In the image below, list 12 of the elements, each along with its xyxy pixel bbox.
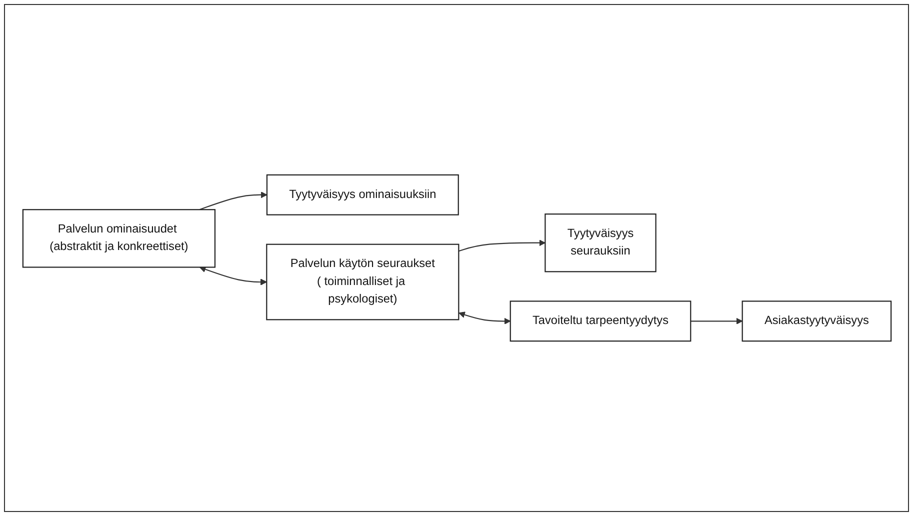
arrow [198, 192, 267, 210]
node-box [266, 244, 459, 320]
node-box [266, 174, 458, 216]
arrow [198, 266, 266, 286]
arrow [690, 318, 742, 324]
node-box [22, 209, 216, 268]
arrow [458, 312, 510, 324]
node-box [544, 214, 656, 272]
arrow [458, 240, 545, 252]
node-box [509, 300, 691, 342]
node-box [741, 300, 892, 342]
diagram-frame: Palvelun ominaisuudet (abstraktit ja konkreettiset) Tyytyväisyys ominaisuuksiin Palvelun käytön seuraukset ( toiminnalliset ja psykologiset) Tyytyväisyys seurauksiin Tavoiteltu tarpeentyydytys Asiakastyytyväisyys [4, 4, 909, 512]
